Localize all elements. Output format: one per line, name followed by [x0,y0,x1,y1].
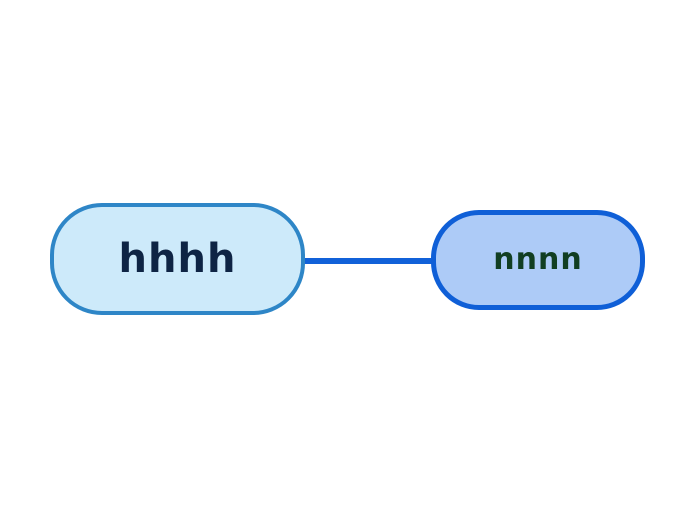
mindmap-node-hhhh[interactable]: hhhh [50,203,305,315]
node-label-nnnn: nnnn [493,242,583,277]
connector-line[interactable] [303,258,433,264]
node-label-hhhh: hhhh [118,236,237,282]
mindmap-node-nnnn[interactable]: nnnn [431,210,645,310]
